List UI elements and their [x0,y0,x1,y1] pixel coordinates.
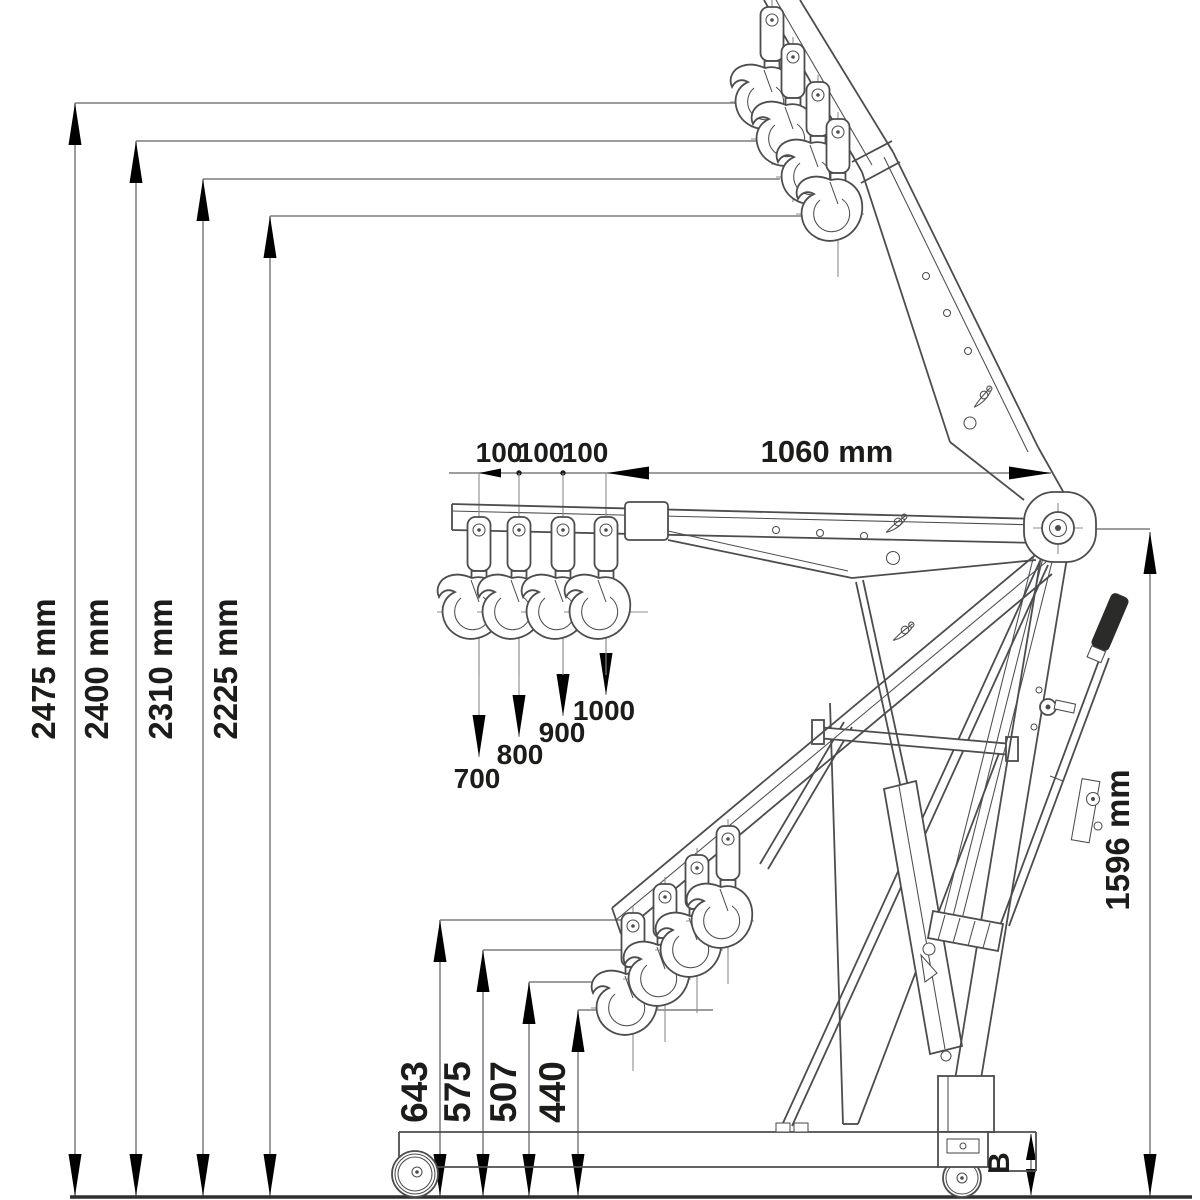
dim-label-2475: 2475 mm [25,598,62,739]
pump-handle [1000,593,1129,927]
dim-label-1060: 1060 mm [761,434,894,469]
crane-structure [70,0,1192,1199]
hydraulic-cylinder [855,579,964,1062]
dimension-2225 [263,215,801,1197]
r-clip-icon [889,620,918,641]
dim-label-1000: 1000 [573,695,635,726]
dimension-440 [571,1009,713,1196]
rear-wheel [937,1131,989,1198]
dimension-643 [433,919,621,1196]
handle-grip [1091,593,1129,651]
boom-pivot [1023,491,1097,563]
dimension-2475 [68,102,739,1197]
dimension-base-b [1026,1134,1036,1195]
mast [937,549,1068,1133]
r-clip-icon [968,384,997,408]
release-valve [1030,686,1077,731]
dimension-2400 [129,140,756,1197]
dimension-2310 [196,178,780,1197]
r-clip-icon [882,512,911,533]
dim-label-base-b: B [983,1152,1016,1174]
cylinder-rods [943,542,1056,920]
dim-label-100-1: 100 [476,437,523,468]
dim-label-643: 643 [394,1061,435,1123]
dim-label-100-2: 100 [518,437,565,468]
dim-label-507: 507 [483,1061,524,1123]
dim-label-800: 800 [497,739,544,770]
dim-label-575: 575 [437,1061,478,1123]
dim-label-2400: 2400 mm [78,598,115,739]
hydraulic-pump [920,909,1005,983]
dim-label-440: 440 [532,1061,573,1123]
pump-bracket [1070,778,1103,844]
base-frame [398,1122,1037,1172]
boom-horizontal [451,501,1041,641]
dim-label-100-3: 100 [562,437,609,468]
dim-label-700: 700 [454,763,501,794]
dimension-1060 [607,466,1051,480]
dimension-labels: 2475 mm 2400 mm 2310 mm 2225 mm 100 100 … [25,434,1136,1174]
dim-label-1596: 1596 mm [1099,769,1136,910]
dim-label-2310: 2310 mm [142,598,179,739]
front-caster-wheel [391,1150,439,1198]
dim-label-900: 900 [539,717,586,748]
dim-label-2225: 2225 mm [207,598,244,739]
